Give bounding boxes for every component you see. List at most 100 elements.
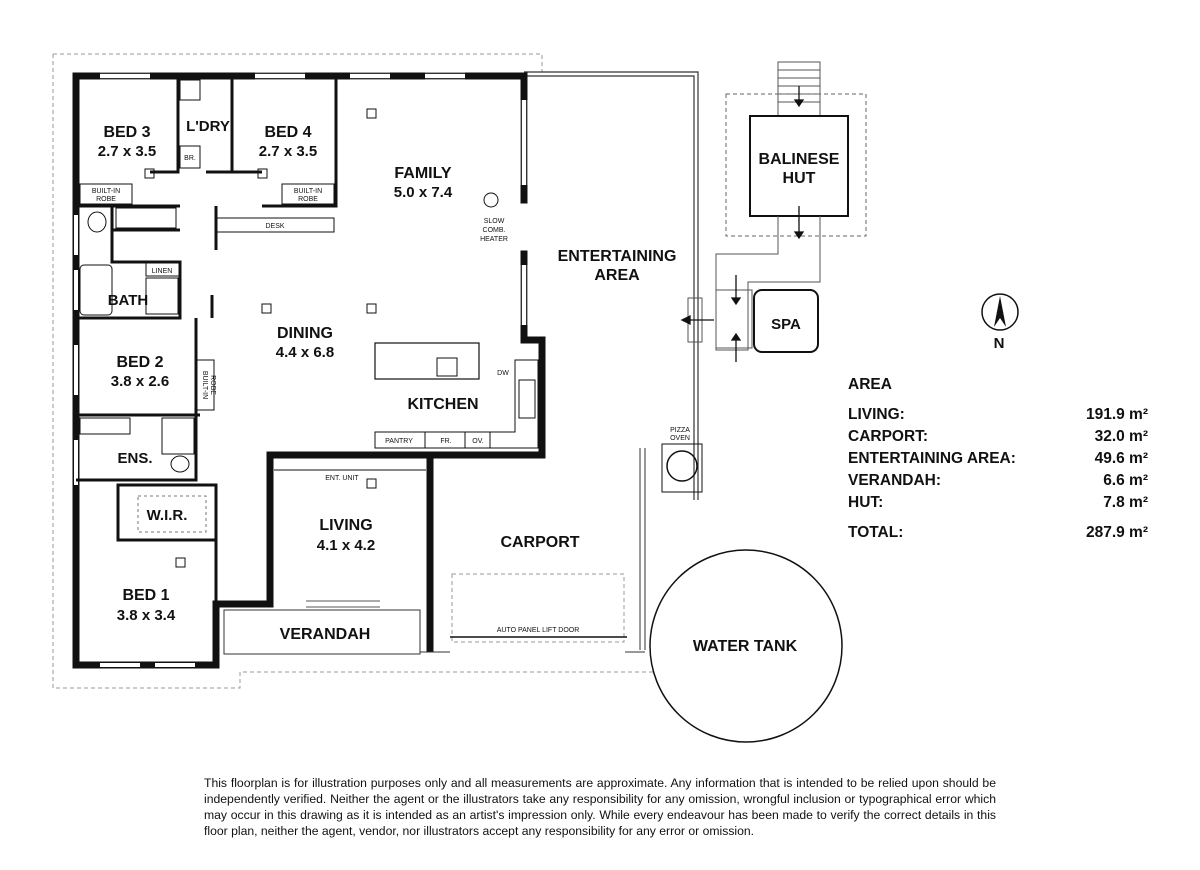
ent-unit-label: ENT. UNIT [325,475,359,482]
family-label: FAMILY [394,165,452,182]
dw-label: DW [497,370,509,377]
robe-bed4-line2: ROBE [298,196,318,203]
area-row-label: VERANDAH: [848,472,941,489]
laundry-br [179,145,201,169]
water-tank-label: WATER TANK [693,638,798,655]
pizza-oven [666,450,698,482]
kitchen-bench [374,359,539,449]
heater-line2: COMB. [483,227,506,234]
property-boundary [52,53,655,689]
built-in-robe-bed4 [281,183,335,205]
family-dims: 5.0 x 7.4 [394,184,453,201]
spa-label: SPA [771,316,801,333]
direction-arrows [680,86,805,362]
bed3-dims: 2.7 x 3.5 [98,143,156,160]
built-in-robe-bed3 [79,183,133,205]
linen-cupboard [145,261,181,277]
built-in-robe-bed2 [195,359,215,411]
desk-label: DESK [265,223,284,230]
verandah-label: VERANDAH [280,626,371,643]
hut-path [715,216,821,351]
bed4-dims: 2.7 x 3.5 [259,143,317,160]
robe-bed3-line1: BUILT-IN [92,188,120,195]
desk [215,217,335,233]
area-row: ENTERTAINING AREA: 49.6 m² [848,448,1148,470]
entertaining-label-1: ENTERTAINING [558,248,677,265]
spa-pool [753,289,819,353]
robe-bed2-line2: ROBE [209,375,216,395]
slow-combustion-heater [483,192,499,208]
dining-dims: 4.4 x 6.8 [276,344,334,361]
kitchen-island [374,342,480,380]
area-row-value: 191.9 m² [1085,406,1148,423]
wir-robes [137,495,207,533]
ensuite-label: ENS. [117,450,152,467]
area-title: AREA [848,376,892,393]
pantry-label: PANTRY [385,438,413,445]
area-row-label: CARPORT: [848,428,929,445]
robe-bed4-line1: BUILT-IN [294,188,322,195]
area-row-value: 7.8 m² [1103,494,1148,511]
disclaimer-text: This floorplan is for illustration purpo… [204,776,996,838]
robe-bed2-line1: BUILT-IN [201,371,208,399]
area-row-value: 6.6 m² [1103,472,1148,489]
bed4-label: BED 4 [264,124,311,141]
sink [518,379,536,419]
area-total-row: TOTAL: 287.9 m² [848,522,1148,544]
bathtub [79,264,113,316]
garage-door-label: AUTO PANEL LIFT DOOR [497,627,580,634]
carport-outline [420,448,646,653]
bed2-label: BED 2 [116,354,163,371]
compass-label: N [994,335,1005,352]
entertaining-label-2: AREA [594,267,640,284]
area-total-value: 287.9 m² [1085,524,1148,541]
compass-icon [981,293,1019,331]
bed1-label: BED 1 [122,587,169,604]
cooktop [436,357,458,377]
spa-deck [715,289,753,349]
area-total-label: TOTAL: [848,524,904,541]
heater-line1: SLOW [484,218,505,225]
area-row: LIVING: 191.9 m² [848,404,1148,426]
area-row: CARPORT: 32.0 m² [848,426,1148,448]
ensuite-vanity [79,417,131,435]
vanity [115,207,177,229]
living-label: LIVING [319,517,372,534]
pizza-oven-base [661,443,703,493]
bed1-dims: 3.8 x 3.4 [117,607,176,624]
area-row-label: ENTERTAINING AREA: [848,450,1016,467]
hut-label-1: BALINESE [759,151,840,168]
dining-label: DINING [277,325,333,342]
area-row-value: 32.0 m² [1094,428,1148,445]
bath-label: BATH [108,292,149,309]
linen-label: LINEN [152,268,173,275]
water-tank [649,549,843,743]
wir-label: W.I.R. [147,507,188,524]
light-fixtures [144,108,377,568]
hut-roof-outline [725,93,867,237]
carport-label: CARPORT [500,534,579,551]
laundry-tub [179,79,201,101]
windows [74,74,526,667]
pizza-oven-line1: PIZZA [670,427,690,434]
ensuite-shower [161,417,195,455]
area-row: HUT: 7.8 m² [848,492,1148,514]
heater-line3: HEATER [480,236,508,243]
br-label: BR. [184,155,196,162]
garage-door-zone [451,573,625,643]
shower [145,277,179,315]
area-row-value: 49.6 m² [1094,450,1148,467]
kitchen-label: KITCHEN [407,396,478,413]
living-dims: 4.1 x 4.2 [317,537,375,554]
bed3-label: BED 3 [103,124,150,141]
area-row-label: LIVING: [848,406,905,423]
area-schedule: AREA LIVING: 191.9 m² CARPORT: 32.0 m² E… [848,376,1148,544]
fridge-label: FR. [440,438,451,445]
verandah-area [223,609,421,655]
bed2-dims: 3.8 x 2.6 [111,373,169,390]
pizza-oven-line2: OVEN [670,435,690,442]
area-row: VERANDAH: 6.6 m² [848,470,1148,492]
toilet [87,211,107,233]
hut-label-2: HUT [783,170,816,187]
